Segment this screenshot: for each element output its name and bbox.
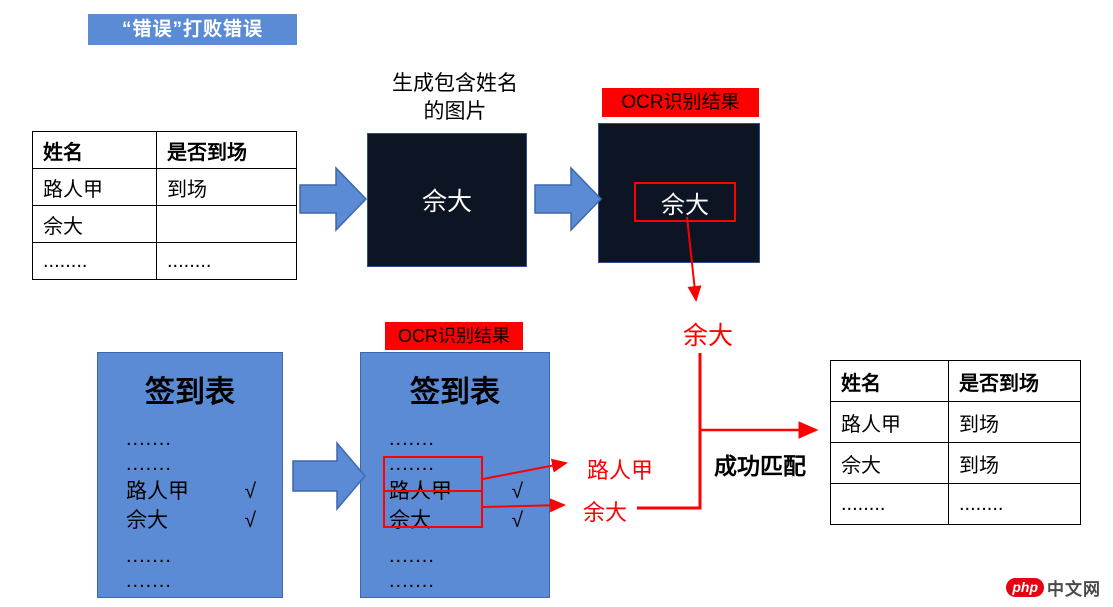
table-row: 姓名 是否到场 [32,131,297,169]
generated-name-image: 佘大 [367,133,527,267]
result-table: 姓名 是否到场 路人甲 到场 佘大 到场 ........ ........ [830,360,1081,525]
caption-line1: 生成包含姓名 [392,72,518,95]
cell-name: 佘大 [32,205,157,243]
caption-line2: 的图片 [423,100,487,123]
cell-name: ........ [32,242,157,280]
table-row: ........ ........ [32,242,297,280]
cell-present: 到场 [948,401,1081,443]
dots-line: ....... [389,428,435,450]
signin-sheet-panel: 签到表 ....... ....... 路人甲 √ 佘大 √ ....... .… [97,352,283,598]
flow-arrow-icon [299,166,368,232]
cell-present: 到场 [156,168,297,206]
cell-present-highlighted: 到场 [948,442,1081,484]
check-mark: √ [511,480,523,503]
col-header-present: 是否到场 [156,131,297,169]
col-header-name: 姓名 [32,131,157,169]
dots-line: ....... [126,428,172,450]
ocr-result-text-top: 余大 [682,322,733,350]
table-row: ........ ........ [830,483,1081,525]
ocr-detected-image: 佘大 [598,123,760,263]
signin-title: 签到表 [145,376,235,409]
generate-image-caption: 生成包含姓名 的图片 [360,70,550,126]
generated-name-text: 佘大 [421,188,472,216]
entry-name: 佘大 [126,509,168,532]
cell-name: ........ [830,483,949,525]
ocr-highlight-box-2 [383,490,483,528]
col-header-present: 是否到场 [948,360,1081,402]
dots-line: ....... [126,545,172,567]
match-success-label: 成功匹配 [714,453,806,479]
dots-line: ....... [126,453,172,475]
table-row: 佘大 到场 [830,442,1081,484]
entry-name: 路人甲 [126,480,189,503]
dots-line: ....... [389,545,435,567]
site-watermark: php 中文网 [1006,575,1101,600]
php-logo-icon: php [1006,578,1044,597]
ocr-result-label-top: OCR识别结果 [602,88,759,117]
cell-present: ........ [948,483,1081,525]
table-row: 姓名 是否到场 [830,360,1081,402]
cell-present [156,205,297,243]
attendance-table: 姓名 是否到场 路人甲 到场 佘大 ........ ........ [32,131,297,280]
ocr-result-text-second: 余大 [583,500,628,525]
signin-title: 签到表 [410,376,500,409]
check-mark: √ [244,480,256,503]
check-mark: √ [511,509,523,532]
flow-arrow-icon [534,166,603,232]
ocr-result-text-first: 路人甲 [587,458,654,483]
watermark-text: 中文网 [1047,580,1101,599]
table-row: 路人甲 到场 [32,168,297,206]
col-header-name: 姓名 [830,360,949,402]
table-row: 路人甲 到场 [830,401,1081,443]
cell-present: ........ [156,242,297,280]
signin-entry: 路人甲 √ [98,477,282,506]
dots-line: ....... [389,453,435,475]
cell-name: 路人甲 [32,168,157,206]
flow-arrow-icon [292,440,366,512]
check-mark: √ [244,509,256,532]
cell-name: 路人甲 [830,401,949,443]
signin-entry: 佘大 √ [98,506,282,535]
cell-name: 佘大 [830,442,949,484]
detected-name-text: 佘大 [661,191,709,219]
ocr-highlight-box-1 [383,456,483,492]
ocr-result-label-bottom: OCR识别结果 [385,322,523,350]
dots-line: ....... [389,570,435,592]
table-row: 佘大 [32,205,297,243]
ocr-detection-box: 佘大 [634,182,736,222]
title-badge: “错误”打败错误 [88,14,297,45]
dots-line: ....... [126,570,172,592]
